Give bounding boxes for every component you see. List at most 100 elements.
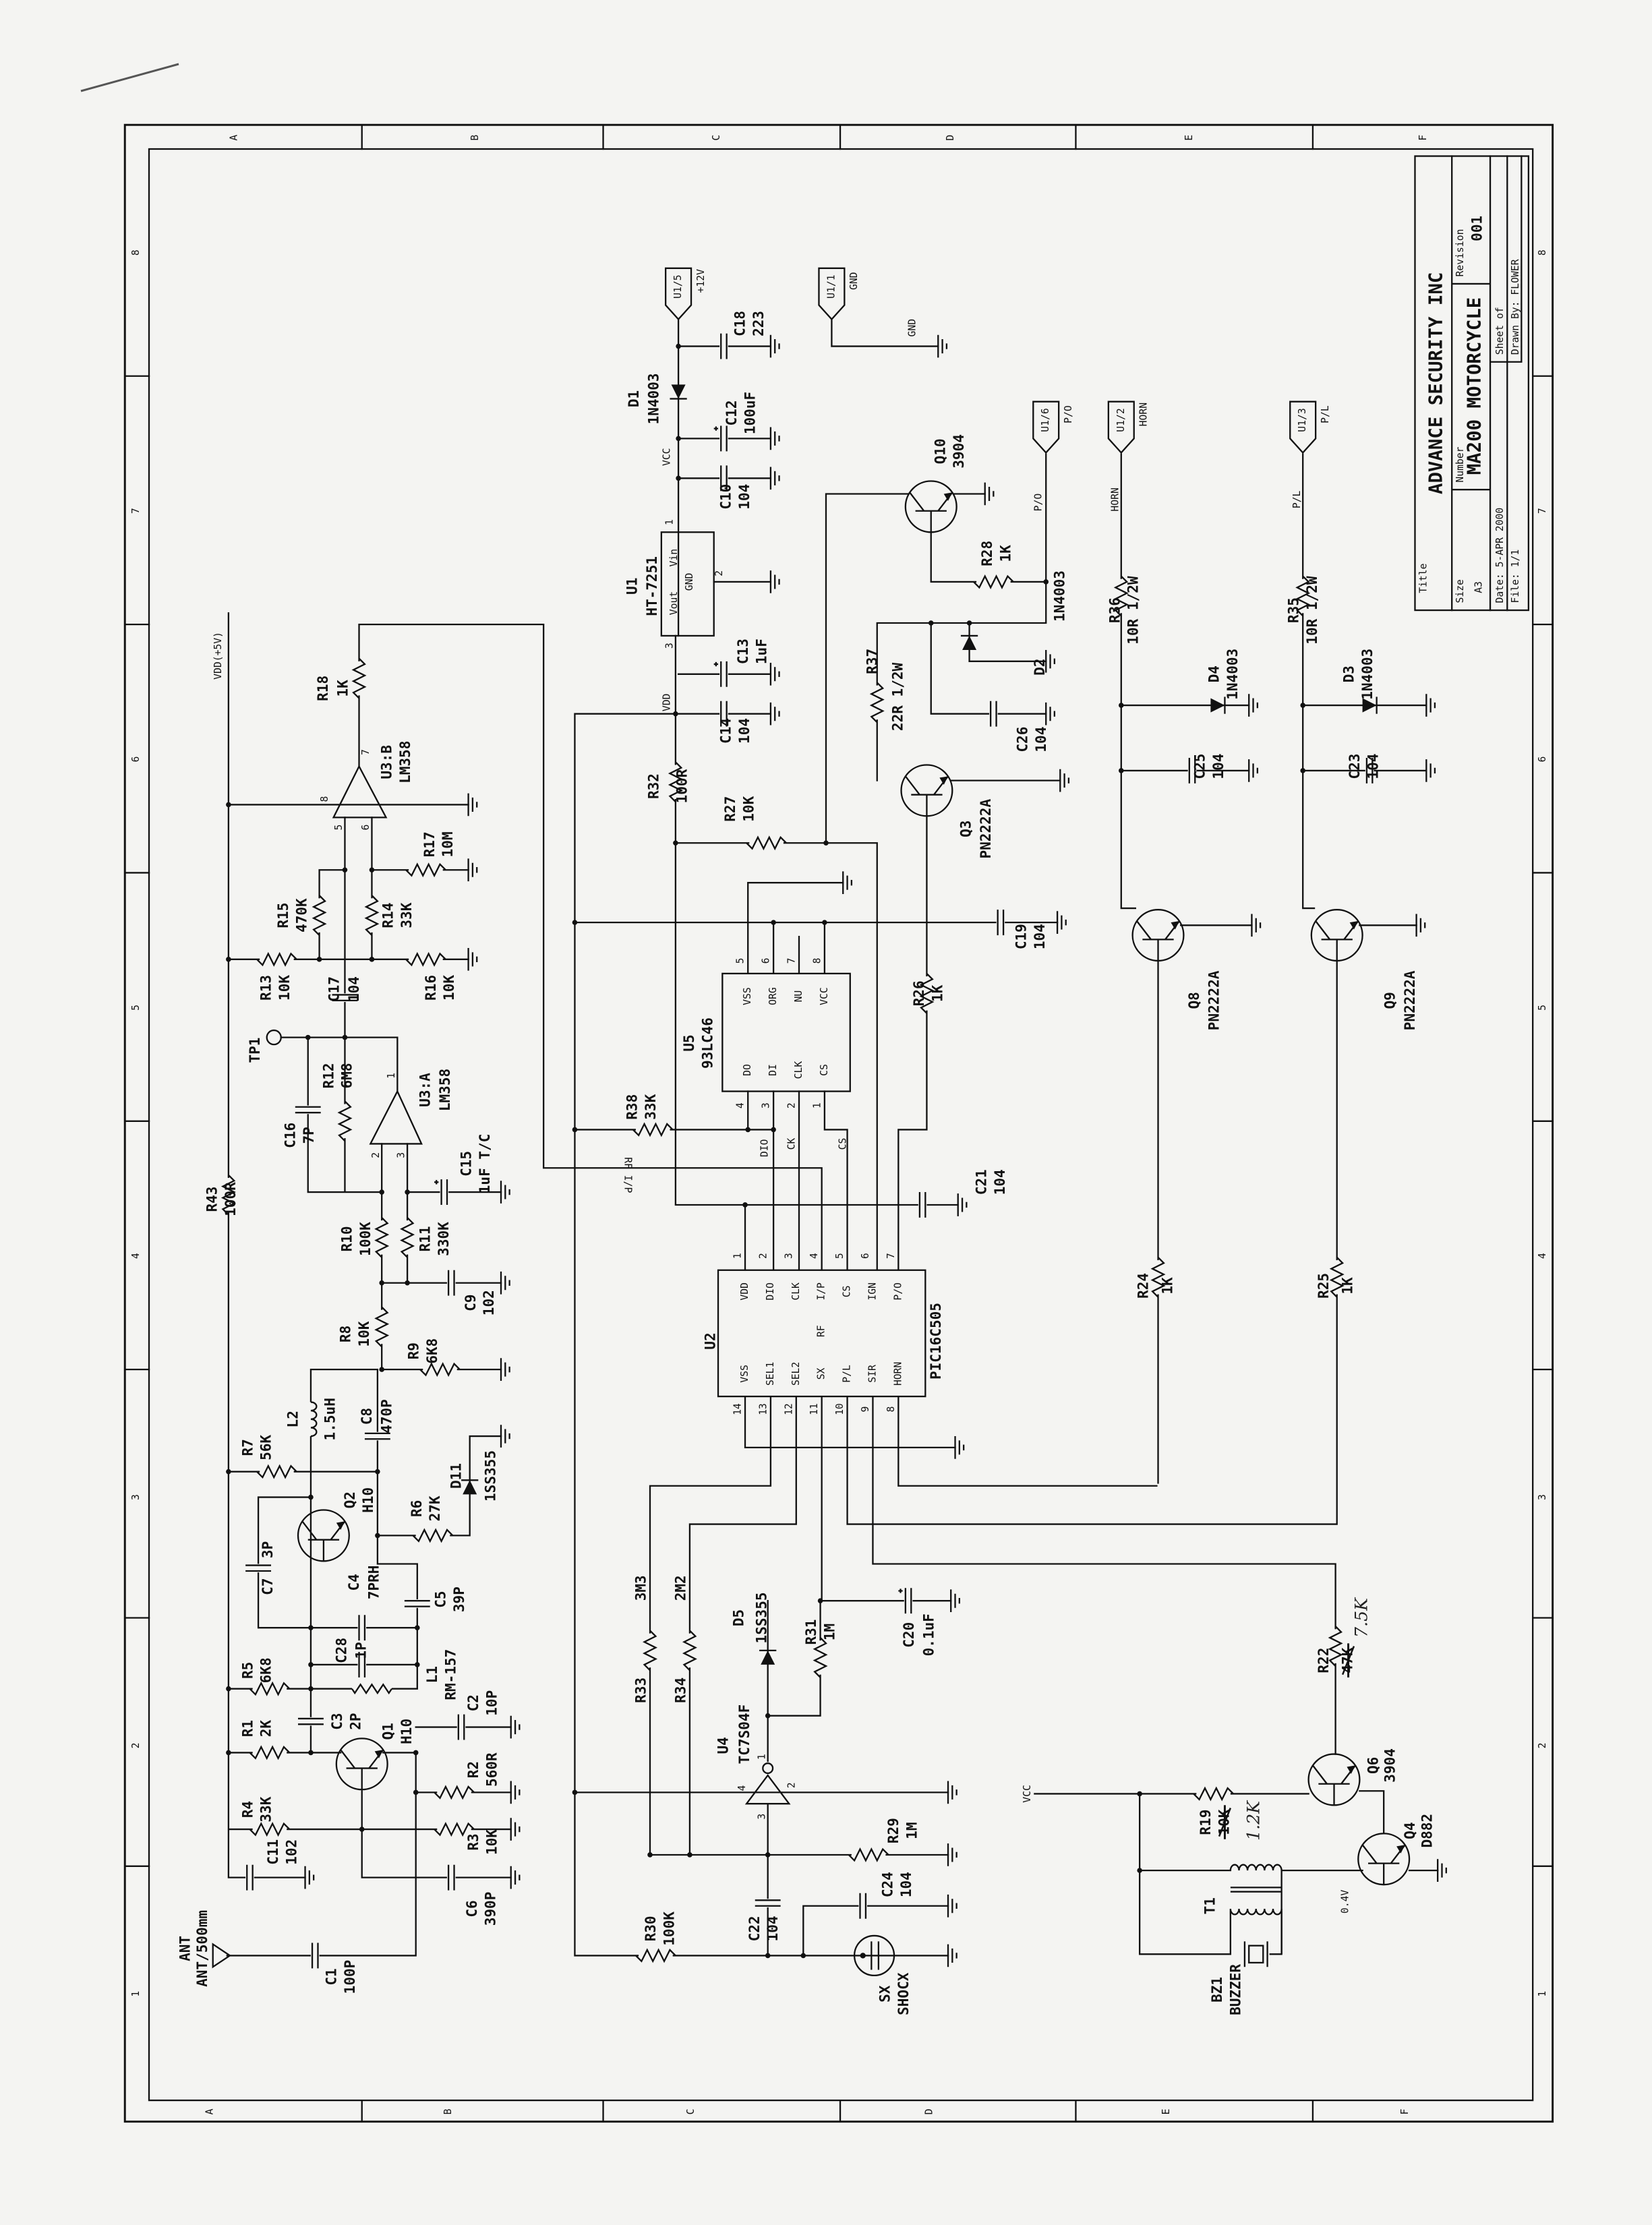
resistor-symbol — [249, 1820, 291, 1838]
connector-net-label: HORN — [1138, 403, 1149, 426]
ic-u5-body — [721, 972, 851, 1092]
connector-id: U1/6 — [1040, 408, 1051, 432]
zone-row-label-left: 1 — [130, 1991, 142, 1997]
label-c17-value: 104 — [345, 976, 362, 1002]
u1-pin-vout: Vout — [668, 591, 680, 615]
junction-dot — [673, 711, 678, 717]
zone-column-label-top: E — [1183, 135, 1195, 141]
revision-value: 001 — [1468, 216, 1485, 241]
label-c24-ref: C24 — [879, 1872, 896, 1897]
resistor-symbol — [256, 951, 297, 968]
label-c1-ref: C1 — [323, 1968, 340, 1985]
junction-dot — [1137, 1868, 1142, 1873]
file-field: File: 1/1 — [1510, 550, 1521, 603]
label-r25-value: 1K — [1339, 1277, 1356, 1295]
label-d2-ref: D2 — [1031, 659, 1048, 676]
resistor-symbol — [373, 1306, 390, 1348]
resistor-symbol — [220, 1174, 237, 1216]
junction-dot — [308, 1662, 314, 1667]
junction-dot — [687, 1852, 692, 1858]
junction-dot — [305, 1034, 311, 1040]
label-c20-ref: C20 — [900, 1622, 917, 1648]
u2-pin-number: 4 — [808, 1253, 820, 1259]
label-r43-ref: R43 — [204, 1187, 220, 1212]
junction-dot — [1043, 579, 1049, 585]
ground-icon — [769, 467, 780, 490]
junction-dot — [226, 1750, 231, 1756]
label-c14-value: 104 — [736, 718, 753, 744]
label-c6-ref: C6 — [463, 1900, 480, 1917]
ground-icon — [1056, 911, 1067, 934]
label-u3a-value: LM358 — [436, 1069, 453, 1111]
u3a-pin-number: 2 — [370, 1152, 382, 1158]
sheet-border — [123, 123, 1554, 2123]
label-r33-ref: R33 — [632, 1678, 649, 1703]
label-c3-ref: C3 — [328, 1713, 345, 1729]
label-c16-value: 7P — [300, 1127, 317, 1144]
junction-dot — [369, 957, 375, 962]
label-r27-ref: R27 — [721, 796, 738, 822]
label-q8-ref: Q8 — [1185, 992, 1202, 1009]
junction-dot — [405, 1280, 410, 1286]
zone-column-label-top: C — [711, 135, 722, 141]
u3a-pin-number: 1 — [386, 1073, 397, 1079]
size-value: A3 — [1473, 581, 1484, 593]
label-r8-ref: R8 — [337, 1326, 354, 1342]
net-label-dio: DIO — [759, 1139, 770, 1157]
label-q4-ref: Q4 — [1401, 1822, 1418, 1839]
junction-dot — [308, 1494, 314, 1500]
resistor-symbol — [973, 573, 1014, 591]
connector-net-label: P/L — [1320, 405, 1331, 423]
junction-dot — [1300, 768, 1305, 773]
label-d4-ref: D4 — [1206, 665, 1222, 682]
capacitor-symbol — [996, 910, 1005, 936]
u2-pin-number: 12 — [783, 1403, 794, 1415]
junction-dot — [800, 1953, 806, 1959]
label-q9-ref: Q9 — [1382, 992, 1398, 1009]
electrolytic-capacitor-symbol — [434, 1179, 449, 1205]
label-c26-value: 104 — [1032, 727, 1049, 752]
junction-dot — [342, 1034, 348, 1040]
diode-symbol — [1362, 696, 1378, 714]
resistor-symbol — [434, 1820, 475, 1838]
net-label-vcc-buzzer: VCC — [1022, 1785, 1033, 1803]
label-r14-value: 33K — [398, 902, 415, 928]
u4-pin-number: 4 — [736, 1785, 748, 1791]
label-l1-ref: L1 — [423, 1666, 440, 1683]
junction-dot — [765, 1852, 771, 1858]
label-c9-ref: C9 — [462, 1295, 479, 1311]
resistor-symbol — [1149, 1257, 1167, 1298]
zone-column-label-top: F — [1417, 135, 1429, 141]
label-q6-value: 3904 — [1382, 1748, 1398, 1783]
label-l2-ref: L2 — [285, 1411, 301, 1427]
junction-dot — [966, 620, 972, 626]
ground-icon — [510, 1818, 521, 1841]
resistor-symbol — [399, 1217, 416, 1258]
connector-id: U1/3 — [1297, 408, 1308, 432]
label-c12-value: 100uF — [741, 392, 758, 434]
junction-dot — [765, 1953, 771, 1959]
label-c15-ref: C15 — [457, 1151, 474, 1177]
label-d4-value: 1N4003 — [1224, 649, 1241, 700]
connector-net-label: GND — [848, 272, 860, 290]
ground-icon — [947, 1944, 957, 1967]
connector-id: U1/5 — [672, 274, 684, 298]
inverter-bubble — [762, 1762, 774, 1775]
capacitor-symbol — [858, 1893, 868, 1919]
zone-row-label-right: 4 — [1537, 1253, 1548, 1259]
u2-pin-name: SIR — [866, 1365, 878, 1383]
resistor-symbol — [1193, 1785, 1234, 1803]
zone-column-label-top: A — [228, 135, 239, 141]
u4-pin-number: 1 — [756, 1754, 767, 1760]
connector-net-label: P/O — [1063, 405, 1074, 423]
junction-dot — [415, 1625, 420, 1630]
label-r33-value: 3M3 — [632, 1575, 649, 1601]
label-ant-value: ANT/500mm — [194, 1910, 210, 1987]
label-r32-value: 100R — [673, 769, 690, 803]
label-c28-value: 1P — [353, 1642, 370, 1659]
label-q10-ref: Q10 — [931, 438, 948, 464]
ground-icon — [1425, 694, 1436, 717]
u1-pin-vin: Vin — [668, 549, 680, 567]
